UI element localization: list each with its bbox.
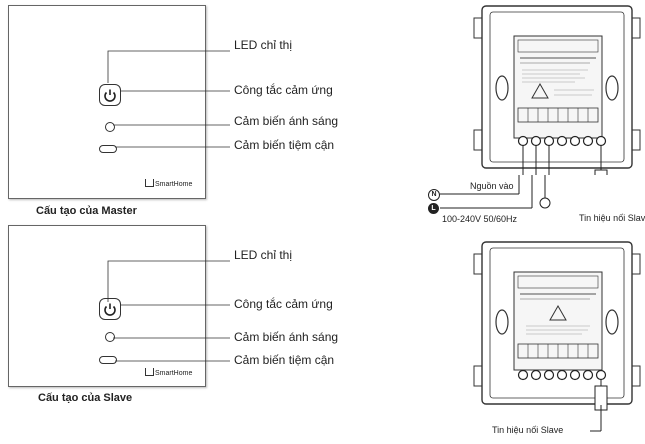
slave-signal-label-bottom: Tin hiệu nối Slave — [492, 425, 564, 435]
power-icon — [104, 89, 116, 102]
slave-signal-label-top: Tin hiệu nối Slave — [579, 213, 645, 223]
slave-signal-leader — [590, 405, 602, 432]
home-icon — [145, 179, 154, 187]
line-icon: L — [428, 203, 439, 214]
master-light-label: Cảm biến ánh sáng — [234, 114, 339, 128]
slave-led-label: LED chỉ thị — [234, 248, 293, 262]
power-icon — [104, 303, 116, 316]
slave-panel: SmartHome — [8, 225, 206, 387]
master-caption: Cấu tạo của Master — [36, 205, 137, 217]
master-power-button[interactable] — [99, 84, 121, 106]
master-light-sensor — [105, 122, 115, 132]
slave-leader-lines — [107, 260, 230, 362]
slave-caption: Cấu tạo của Slave — [38, 392, 133, 404]
master-led-label: LED chỉ thị — [234, 38, 293, 52]
voltage-label: 100-240V 50/60Hz — [442, 214, 518, 224]
slave-proximity-label: Cảm biến tiệm cận — [234, 353, 335, 367]
master-touch-label: Công tắc cảm ứng — [234, 83, 333, 97]
master-brand-logo: SmartHome — [145, 178, 192, 188]
power-in-label: Nguồn vào — [470, 181, 514, 191]
lamp-icon — [539, 197, 551, 209]
home-icon — [145, 368, 154, 376]
slave-power-button[interactable] — [99, 298, 121, 320]
warning-icon — [531, 82, 549, 99]
master-proximity-sensor — [99, 145, 117, 153]
warning-icon — [549, 304, 567, 321]
master-panel: SmartHome — [8, 5, 206, 199]
slave-back-view — [473, 241, 641, 411]
slave-brand-logo: SmartHome — [145, 367, 192, 377]
master-leader-lines — [107, 50, 230, 148]
slave-proximity-sensor — [99, 356, 117, 364]
slave-touch-label: Công tắc cảm ứng — [234, 297, 333, 311]
slave-light-label: Cảm biến ánh sáng — [234, 330, 339, 344]
master-proximity-label: Cảm biến tiệm cận — [234, 138, 335, 152]
slave-light-sensor — [105, 332, 115, 342]
master-back-view — [473, 5, 641, 175]
master-wiring — [440, 175, 551, 209]
neutral-icon: N — [428, 189, 440, 201]
